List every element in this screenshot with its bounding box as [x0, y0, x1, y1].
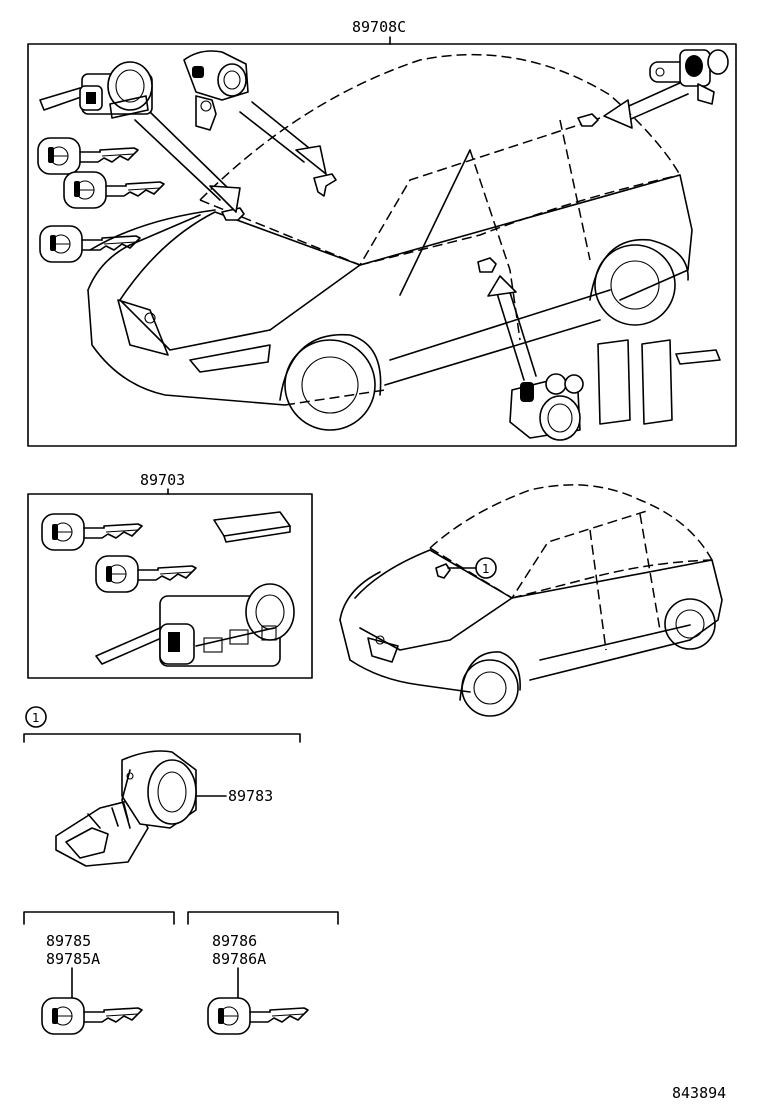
callout-ref-1-text: 1: [482, 562, 490, 576]
group-bracket-89786: [187, 911, 339, 925]
label-89785a: 89785A: [46, 950, 100, 968]
kit-box-89703: [27, 493, 313, 679]
back-door-lock-marker: [577, 113, 599, 127]
group-bracket-89785: [23, 911, 175, 925]
ignition-cylinder-icon: [55, 750, 197, 867]
callout-ref-1: [475, 557, 497, 579]
door-lock-marker: [477, 257, 497, 273]
label-89708c: 89708C: [352, 18, 406, 36]
label-89785: 89785: [46, 932, 91, 950]
transponder-chip-icon: [213, 511, 291, 543]
callout-ref-1-group-text: 1: [32, 711, 40, 725]
label-89786: 89786: [212, 932, 257, 950]
figure-number: 843894: [672, 1084, 726, 1102]
car-outline-top-icon: [87, 53, 693, 431]
label-89783: 89783: [228, 787, 273, 805]
lock-cylinder-icon: [95, 583, 295, 667]
keyless-card-icon: [597, 339, 721, 425]
steering-lock-marker: [313, 173, 337, 197]
ignition-cylinder-icon: [39, 61, 153, 119]
back-door-lock-icon: [649, 49, 729, 105]
label-89703: 89703: [140, 471, 185, 489]
door-lock-icon: [509, 373, 584, 441]
car-outline-mid-icon: [339, 484, 723, 717]
key-detail-dots: [48, 147, 80, 251]
kit-box-89708c: [27, 43, 737, 447]
ignition-marker-mid: [435, 563, 451, 579]
label-89786a: 89786A: [212, 950, 266, 968]
group-bracket-1: [23, 733, 301, 743]
steering-lock-icon: [183, 50, 249, 131]
arrow-icon: [134, 81, 689, 381]
callout-ref-1-group: [25, 706, 47, 728]
